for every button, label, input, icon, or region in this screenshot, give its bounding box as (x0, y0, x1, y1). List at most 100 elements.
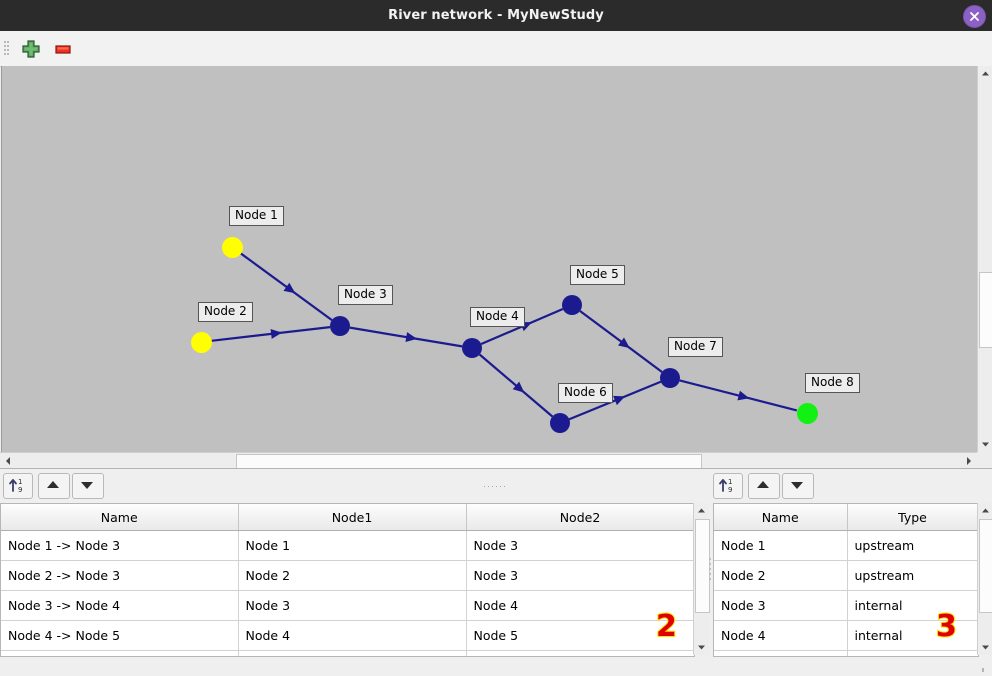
column-header[interactable]: Node1 (238, 504, 467, 531)
table-cell[interactable] (847, 650, 978, 656)
add-node-icon[interactable] (19, 37, 43, 61)
nodes-move-up-button[interactable] (748, 473, 780, 499)
graph-node-node-5[interactable] (562, 295, 582, 315)
table-cell[interactable]: Node 1 (238, 530, 467, 561)
graph-node-label[interactable]: Node 8 (805, 373, 860, 393)
graph-node-node-8[interactable] (796, 402, 818, 424)
table-cell[interactable]: Node 4 (238, 620, 467, 651)
column-header[interactable]: Name (1, 504, 239, 531)
nodes-scroll-down-icon[interactable] (978, 640, 992, 655)
table-cell[interactable]: internal (847, 620, 978, 651)
graph-node-label[interactable]: Node 6 (558, 383, 613, 403)
nodes-vertical-scrollbar[interactable] (977, 503, 992, 655)
table-cell[interactable] (1, 650, 239, 656)
table-cell[interactable]: upstream (847, 530, 978, 561)
graph-node-node-7[interactable] (660, 368, 680, 388)
graph-node-label[interactable]: Node 3 (338, 285, 393, 305)
graph-vscroll-track[interactable] (978, 81, 992, 437)
graph-node-label[interactable]: Node 4 (470, 307, 525, 327)
graph-horizontal-scrollbar[interactable] (0, 452, 977, 470)
table-cell[interactable]: Node 5 (466, 620, 694, 651)
toolbar-drag-handle[interactable] (4, 39, 9, 59)
graph-toolbar (0, 31, 992, 67)
reaches-move-up-button[interactable] (38, 473, 70, 499)
table-cell[interactable]: Node 4 -> Node 5 (1, 620, 239, 651)
table-cell[interactable]: Node 1 -> Node 3 (1, 530, 239, 561)
column-header[interactable]: Name (714, 504, 848, 531)
reaches-move-down-button[interactable] (72, 473, 104, 499)
graph-edge-arrow (618, 337, 630, 349)
scroll-down-icon[interactable] (978, 437, 992, 452)
graph-node-node-1[interactable] (221, 236, 243, 258)
graph-node-node-3[interactable] (330, 316, 350, 336)
reaches-sort-button[interactable]: 1 9 (3, 473, 33, 499)
scroll-up-icon[interactable] (978, 66, 992, 81)
scroll-right-icon[interactable] (961, 453, 977, 469)
table-cell[interactable]: Node 3 (238, 590, 467, 621)
graph-edge[interactable] (349, 326, 463, 348)
panels-vertical-splitter[interactable] (708, 555, 713, 585)
nodes-scroll-up-icon[interactable] (978, 503, 992, 518)
table-cell[interactable]: Node 2 (714, 560, 848, 591)
column-header[interactable]: Type (847, 504, 978, 531)
table-row-empty[interactable] (1, 650, 694, 656)
graph-edge[interactable] (679, 379, 798, 412)
table-row-empty[interactable] (714, 650, 978, 656)
window-resize-grip[interactable] (982, 668, 988, 674)
graph-node-label[interactable]: Node 2 (198, 302, 253, 322)
column-header[interactable]: Node2 (466, 504, 694, 531)
reaches-vertical-scrollbar[interactable] (693, 503, 710, 655)
graph-edge-arrow (405, 332, 418, 342)
graph-vertical-scrollbar[interactable] (977, 66, 992, 452)
table-cell[interactable] (714, 650, 848, 656)
graph-node-label[interactable]: Node 1 (229, 206, 284, 226)
graph-vscroll-thumb[interactable] (979, 272, 992, 348)
table-cell[interactable]: Node 3 (466, 530, 694, 561)
table-cell[interactable] (238, 650, 467, 656)
table-cell[interactable]: Node 1 (714, 530, 848, 561)
nodes-move-down-button[interactable] (782, 473, 814, 499)
close-glyph (970, 12, 979, 21)
close-icon[interactable] (963, 5, 986, 28)
graph-edge[interactable] (211, 326, 331, 342)
table-cell[interactable]: Node 4 (714, 620, 848, 651)
table-cell[interactable]: Node 4 (466, 590, 694, 621)
graph-node-node-2[interactable] (190, 331, 212, 353)
table-cell[interactable]: Node 2 -> Node 3 (1, 560, 239, 591)
table-cell[interactable]: internal (847, 590, 978, 621)
remove-node-icon[interactable] (51, 37, 75, 61)
panel-splitter[interactable] (0, 468, 992, 487)
nodes-sort-button[interactable]: 1 9 (713, 473, 743, 499)
graph-node-label[interactable]: Node 7 (668, 337, 723, 357)
table-cell[interactable]: Node 3 -> Node 4 (1, 590, 239, 621)
table-cell[interactable]: Node 3 (714, 590, 848, 621)
scroll-left-icon[interactable] (0, 453, 16, 469)
reaches-scroll-down-icon[interactable] (694, 640, 709, 655)
reaches-scroll-up-icon[interactable] (694, 503, 709, 518)
graph-edge[interactable] (579, 310, 663, 373)
table-cell[interactable]: upstream (847, 560, 978, 591)
table-cell[interactable] (466, 650, 694, 656)
graph-node-node-4[interactable] (462, 338, 482, 358)
table-cell[interactable]: Node 2 (238, 560, 467, 591)
reaches-vscroll-thumb[interactable] (695, 519, 710, 613)
table-cell[interactable]: Node 3 (466, 560, 694, 591)
graph-edge[interactable] (239, 252, 333, 321)
graph-node-node-6[interactable] (550, 413, 570, 433)
graph-node-label[interactable]: Node 5 (570, 265, 625, 285)
nodes-vscroll-thumb[interactable] (979, 519, 992, 613)
title-bar: River network - MyNewStudy (0, 0, 992, 31)
